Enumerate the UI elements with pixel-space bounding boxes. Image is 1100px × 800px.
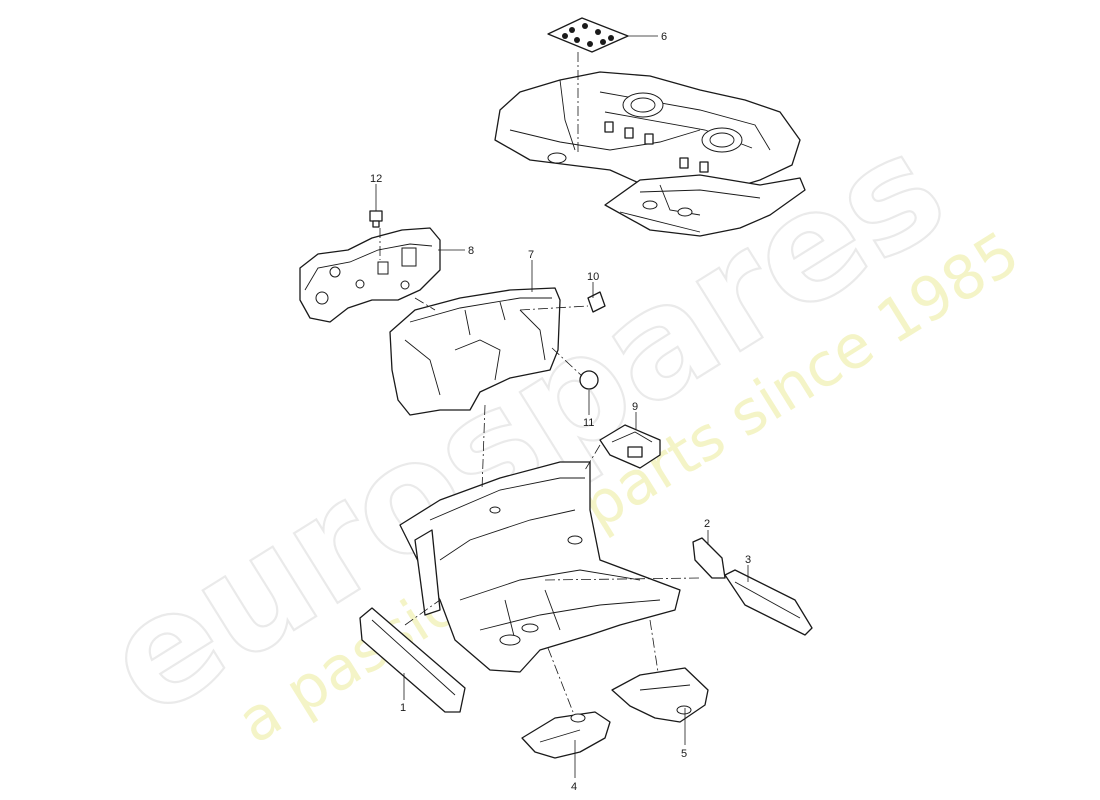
callout-11[interactable]: 11 xyxy=(583,417,594,429)
callout-7[interactable]: 7 xyxy=(528,249,534,261)
callout-12[interactable]: 12 xyxy=(370,173,382,185)
part-2-panel[interactable] xyxy=(692,537,726,579)
part-4-plate[interactable] xyxy=(521,711,611,759)
callout-labels: 6 12 8 7 10 11 9 2 3 1 4 5 xyxy=(370,31,751,793)
callout-3[interactable]: 3 xyxy=(745,554,751,566)
leader-lines xyxy=(375,35,749,778)
watermark: eurospares a passion for parts since 198… xyxy=(76,99,1032,757)
part-7-bulkhead[interactable] xyxy=(389,287,561,416)
part-12-bolt[interactable] xyxy=(369,210,383,228)
part-8-bracket[interactable] xyxy=(299,227,441,323)
callout-5[interactable]: 5 xyxy=(681,748,687,760)
assembly-lines xyxy=(379,52,701,713)
part-10-clip[interactable] xyxy=(587,291,606,313)
part-11-grommet[interactable] xyxy=(579,370,599,390)
rear-floor-assembly xyxy=(494,71,806,237)
front-floor-assembly xyxy=(399,461,681,673)
part-5-plate[interactable] xyxy=(611,667,709,723)
callout-9[interactable]: 9 xyxy=(632,401,638,413)
part-6-mat[interactable] xyxy=(547,17,629,53)
callout-6[interactable]: 6 xyxy=(661,31,667,43)
part-3-strip[interactable] xyxy=(724,569,813,636)
callout-2[interactable]: 2 xyxy=(704,518,710,530)
part-1-strip[interactable] xyxy=(359,607,466,713)
part-9-bracket[interactable] xyxy=(599,424,661,469)
callout-10[interactable]: 10 xyxy=(587,271,599,283)
callout-8[interactable]: 8 xyxy=(468,245,474,257)
callout-1[interactable]: 1 xyxy=(400,702,406,714)
callout-4[interactable]: 4 xyxy=(571,781,577,793)
